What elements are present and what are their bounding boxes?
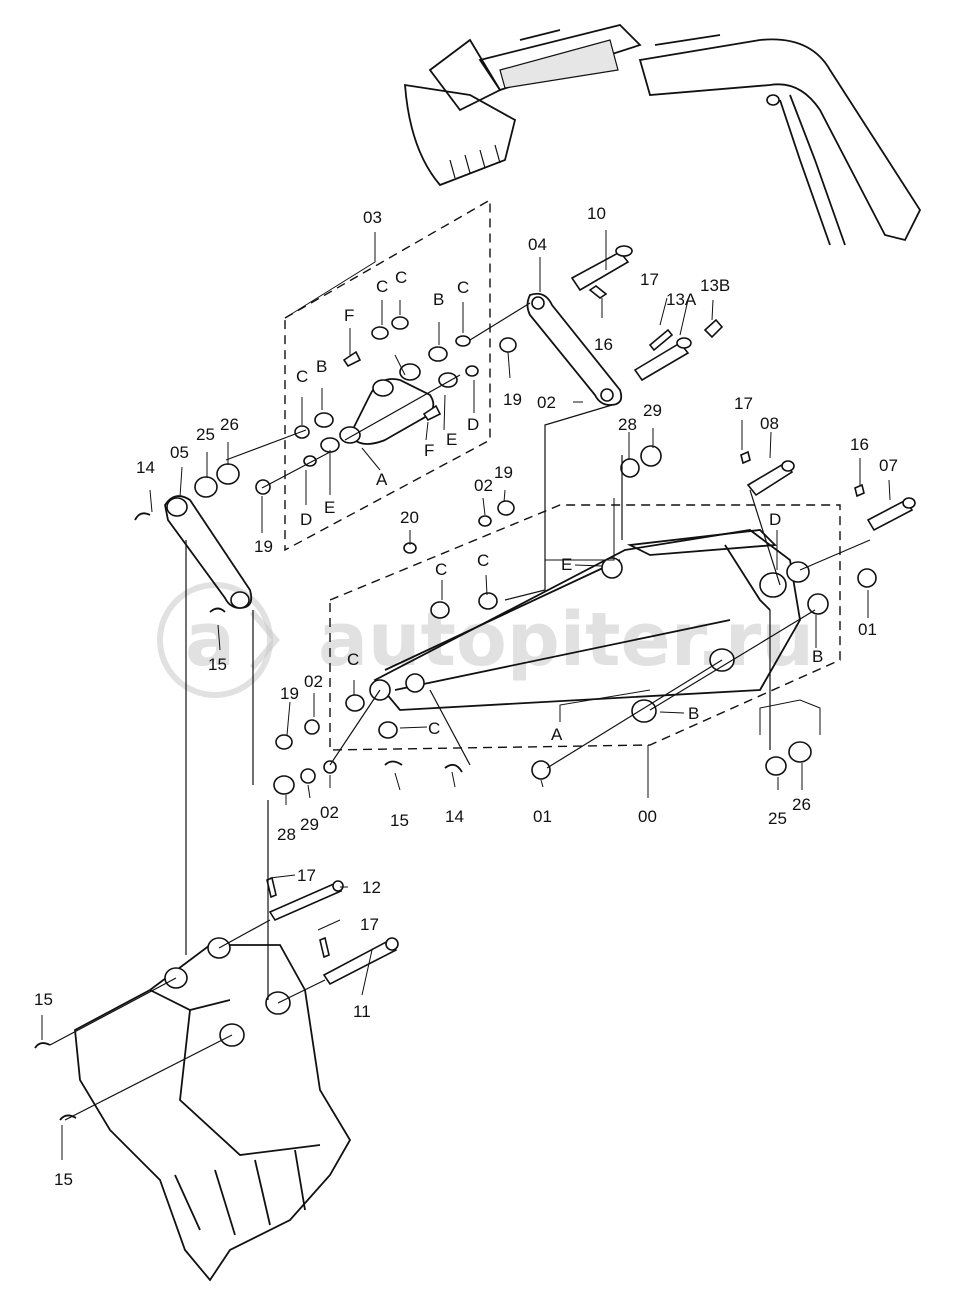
callout-15: 15 (54, 1170, 73, 1189)
callout-05: 05 (170, 443, 189, 462)
bellcrank-03 (194, 316, 517, 498)
callout-17: 17 (360, 915, 379, 934)
callout-01: 01 (533, 807, 552, 826)
callout-02: 02 (320, 803, 339, 822)
callout-E: E (324, 498, 335, 517)
assembly-lines (49, 302, 871, 1121)
callout-C: C (347, 650, 359, 669)
callout-11: 11 (353, 1002, 371, 1021)
pin-13a (633, 318, 724, 382)
leader-lines (41, 230, 891, 1160)
callout-C: C (477, 551, 489, 570)
callout-D: D (769, 510, 781, 529)
watermark: a autopiter.ru (157, 582, 814, 698)
callout-13a: 13A (666, 290, 697, 309)
callout-01: 01 (858, 620, 877, 639)
callout-14: 14 (445, 807, 464, 826)
callout-02: 02 (537, 393, 556, 412)
callout-C: C (435, 560, 447, 579)
callout-C: C (296, 367, 308, 386)
callout-00: 00 (638, 807, 657, 826)
callout-17: 17 (734, 394, 753, 413)
callout-28: 28 (277, 825, 296, 844)
callout-04: 04 (528, 235, 547, 254)
callout-15: 15 (390, 811, 409, 830)
callout-16: 16 (850, 435, 869, 454)
callout-13b: 13B (700, 276, 730, 295)
pin-10 (570, 245, 633, 299)
callout-17: 17 (640, 270, 659, 289)
callout-03: 03 (363, 208, 382, 227)
callout-15: 15 (34, 990, 53, 1009)
callout-B: B (688, 704, 699, 723)
callout-C: C (395, 268, 407, 287)
pins-08-07-12-11 (266, 450, 916, 986)
bucket (34, 937, 352, 1282)
callout-F: F (344, 306, 354, 325)
callout-29: 29 (643, 401, 662, 420)
callout-D: D (467, 415, 479, 434)
callout-12: 12 (362, 878, 381, 897)
callout-A: A (376, 470, 388, 489)
callout-07: 07 (879, 456, 898, 475)
callout-29: 29 (300, 815, 319, 834)
callout-15: 15 (208, 655, 227, 674)
callout-19: 19 (254, 537, 273, 556)
link-05 (134, 495, 253, 613)
callout-D: D (300, 510, 312, 529)
arm-00 (273, 445, 877, 795)
callout-19: 19 (494, 463, 513, 482)
callout-26: 26 (220, 415, 239, 434)
callout-C: C (457, 278, 469, 297)
callout-08: 08 (760, 414, 779, 433)
callout-E: E (446, 430, 457, 449)
callout-26: 26 (792, 795, 811, 814)
callout-28: 28 (618, 415, 637, 434)
callout-labels: 03 10 04 17 13A 13B 16 C C F B C C B 19 … (34, 204, 898, 1189)
watermark-arrow-icon (249, 610, 280, 670)
callout-17: 17 (297, 866, 316, 885)
callout-C: C (376, 277, 388, 296)
callout-A: A (551, 725, 563, 744)
callout-19: 19 (280, 684, 299, 703)
group-box-00 (329, 504, 841, 751)
callout-16: 16 (594, 335, 613, 354)
callout-25: 25 (196, 425, 215, 444)
callout-20: 20 (400, 508, 419, 527)
callout-19: 19 (503, 390, 522, 409)
callout-10: 10 (587, 204, 606, 223)
callout-25: 25 (768, 809, 787, 828)
callout-B: B (812, 647, 823, 666)
callout-B: B (433, 290, 444, 309)
callout-02: 02 (474, 476, 493, 495)
watermark-text: autopiter.ru (318, 597, 814, 683)
overview-excavator-arm (404, 24, 922, 246)
callout-C: C (428, 719, 440, 738)
callout-F: F (424, 441, 434, 460)
group-box-03 (284, 198, 491, 552)
callout-E: E (561, 555, 572, 574)
callout-02: 02 (304, 672, 323, 691)
callout-14: 14 (136, 458, 155, 477)
callout-B: B (316, 357, 327, 376)
